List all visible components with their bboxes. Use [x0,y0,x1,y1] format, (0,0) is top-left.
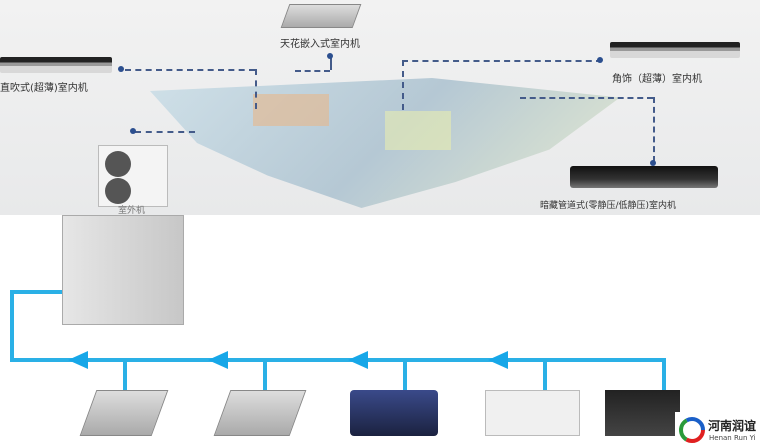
connector-dot [118,66,124,72]
outdoor-label: 室外机 [118,206,146,216]
flow-arrow-icon [208,351,228,369]
connector-dot [597,57,603,63]
logo-name: 河南润谊 [708,419,757,433]
logo-swirl-icon [679,417,705,443]
connector-dot [650,160,656,166]
indoor-unit-cassette-1 [79,390,169,436]
slim-duct-label: 直吹式(超薄)室内机 [0,83,88,94]
corner-slim-unit-image [610,42,740,58]
connector-line [402,60,404,110]
connector-line [125,69,255,71]
fan-icon [105,178,131,204]
concealed-duct-label: 暗藏管道式(零静压/低静压)室内机 [540,201,677,211]
fan-icon [105,151,131,177]
logo-subtitle: Henan Run Yi [709,434,756,442]
connector-line [653,97,655,162]
refrigerant-pipe [263,358,267,392]
ceiling-cassette-unit-image [280,4,362,28]
refrigerant-pipe [662,358,666,400]
connector-line [402,60,602,62]
indoor-unit-floor-ceiling [485,390,580,436]
connector-dot [130,128,136,134]
indoor-unit-cassette-2 [213,390,307,436]
vrf-outdoor-unit-image [62,215,184,325]
flow-arrow-icon [68,351,88,369]
corner-slim-label: 角饰（超薄）室内机 [612,74,702,85]
flow-arrow-icon [348,351,368,369]
refrigerant-pipe [10,358,666,362]
room [253,93,329,127]
concealed-duct-unit-image [570,166,718,188]
ceiling-cassette-label: 天花嵌入式室内机 [280,39,360,50]
connector-line [255,69,257,109]
connector-line [295,70,330,72]
refrigerant-pipe [10,290,62,294]
indoor-unit-concealed-duct [605,390,680,436]
refrigerant-pipe [123,358,127,392]
refrigerant-pipe [543,358,547,392]
company-logo: 河南润谊 Henan Run Yi [675,412,760,447]
connector-line [135,131,195,133]
slim-duct-unit-image [0,57,112,73]
refrigerant-pipe [10,290,14,362]
room [385,110,451,150]
connector-line [520,97,653,99]
outdoor-unit-image [98,145,168,207]
refrigerant-pipe [403,358,407,392]
connector-dot [327,53,333,59]
indoor-unit-duct-multi [350,390,438,436]
connector-line [330,58,332,70]
building-illustration-panel: 天花嵌入式室内机 直吹式(超薄)室内机 角饰（超薄）室内机 暗藏管道式(零静压/… [0,0,760,216]
flow-arrow-icon [488,351,508,369]
